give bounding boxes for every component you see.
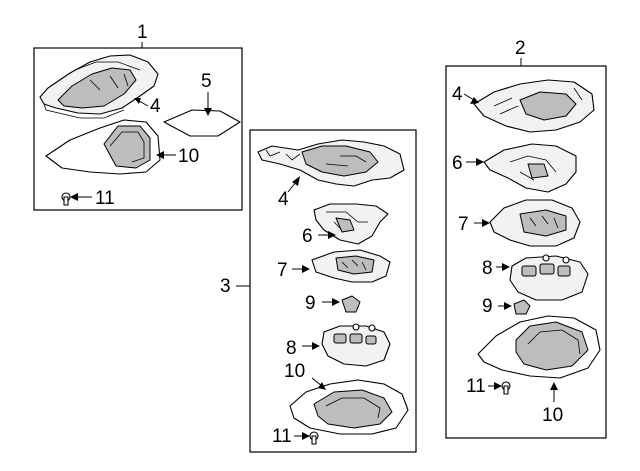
- group-3-callout-6: 6: [302, 226, 313, 247]
- group-1-callout-11: 11: [95, 188, 115, 209]
- group-2-callout-6: 6: [452, 153, 463, 174]
- group-2-bracket: [483, 143, 577, 193]
- group-2-callout-11: 11: [466, 376, 486, 397]
- group-2-callout-7: 7: [458, 214, 469, 235]
- group-1-callout-4: 4: [150, 96, 161, 117]
- group-2-bezel: [477, 315, 601, 379]
- group-3-label: 3: [220, 276, 231, 297]
- group-2-callout-8: 8: [482, 258, 493, 279]
- group-1-label: 1: [137, 22, 148, 43]
- group-3-bezel: [289, 379, 409, 435]
- group-2-callout-10: 10: [542, 405, 563, 426]
- group-2-clip: [513, 299, 531, 315]
- group-3-callout-9: 9: [305, 293, 316, 314]
- group-3-screw: [309, 431, 319, 445]
- group-1-callout-5: 5: [201, 71, 212, 92]
- group-2-housing: [473, 79, 595, 133]
- group-3-module: [311, 249, 391, 283]
- group-1-console-housing: [39, 54, 159, 119]
- group-1: 1 4 5 10: [33, 22, 243, 211]
- group-3-callout-8: 8: [286, 338, 297, 359]
- group-3-callout-11: 11: [272, 426, 292, 447]
- group-1-callout-10: 10: [178, 146, 199, 167]
- group-1-lens: [163, 109, 241, 137]
- group-2-callout-4: 4: [452, 84, 463, 105]
- group-1-bezel: [45, 119, 161, 175]
- group-3-switch-panel: [321, 323, 391, 367]
- group-2-callout-9: 9: [482, 296, 493, 317]
- group-3-callout-10: 10: [284, 361, 305, 382]
- group-2-module: [489, 199, 581, 247]
- group-3-callout-4: 4: [278, 189, 289, 210]
- group-2-switch-panel: [509, 254, 589, 301]
- group-2: 2 4 6 7: [445, 38, 607, 439]
- group-2-label: 2: [515, 38, 526, 59]
- group-3-housing: [257, 139, 405, 187]
- group-3-callout-7: 7: [277, 260, 288, 281]
- group-3-clip: [341, 295, 361, 313]
- group-3: 3 4 6 7: [220, 129, 417, 453]
